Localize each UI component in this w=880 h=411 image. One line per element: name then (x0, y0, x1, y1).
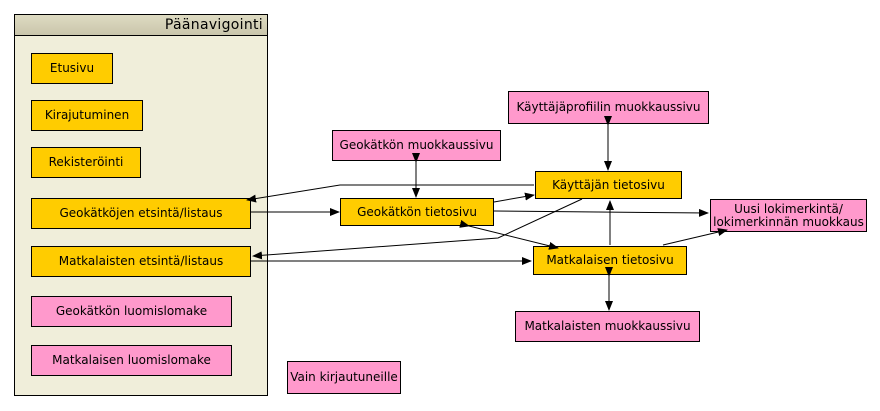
edge-kayttajan-to-matkalaisten-etsinta (252, 198, 583, 260)
edge-kayttajan-to-geokatkojen-etsinta (246, 184, 534, 203)
node-kayttajan-tietosivu: Käyttäjän tietosivu (535, 171, 682, 199)
node-kirjautuminen: Kirajutuminen (31, 100, 143, 131)
node-geokatkojen-etsinta: Geokätköjen etsintä/listaus (31, 198, 251, 229)
node-rekisterointi: Rekisteröinti (31, 147, 141, 178)
node-kayttajaprofiilin-muokkaussivu: Käyttäjäprofiilin muokkaussivu (508, 91, 709, 124)
node-matkalaisten-muokkaussivu: Matkalaisten muokkaussivu (515, 311, 700, 342)
edge-geokatkon-to-kayttajan (493, 192, 535, 203)
edge-geokatkon-to-uusi-lokimerkinta (493, 208, 709, 217)
legend-vain-kirjautuneille: Vain kirjautuneille (287, 361, 401, 394)
node-uusi-lokimerkinta: Uusi lokimerkintä/ lokimerkinnän muokkau… (710, 199, 867, 232)
panel-header: Päänavigointi (15, 15, 267, 36)
node-matkalaisten-etsinta: Matkalaisten etsintä/listaus (31, 246, 251, 277)
node-geokatkon-luomislomake: Geokätkön luomislomake (31, 296, 232, 327)
node-matkalaisen-luomislomake: Matkalaisen luomislomake (31, 345, 232, 376)
edge-matkalaisen-to-uusi-lokimerkinta (662, 228, 728, 246)
node-etusivu: Etusivu (31, 53, 113, 84)
panel-title: Päänavigointi (164, 17, 263, 33)
edge-geokatkon-matkalaisen-tietosivu (459, 219, 559, 250)
